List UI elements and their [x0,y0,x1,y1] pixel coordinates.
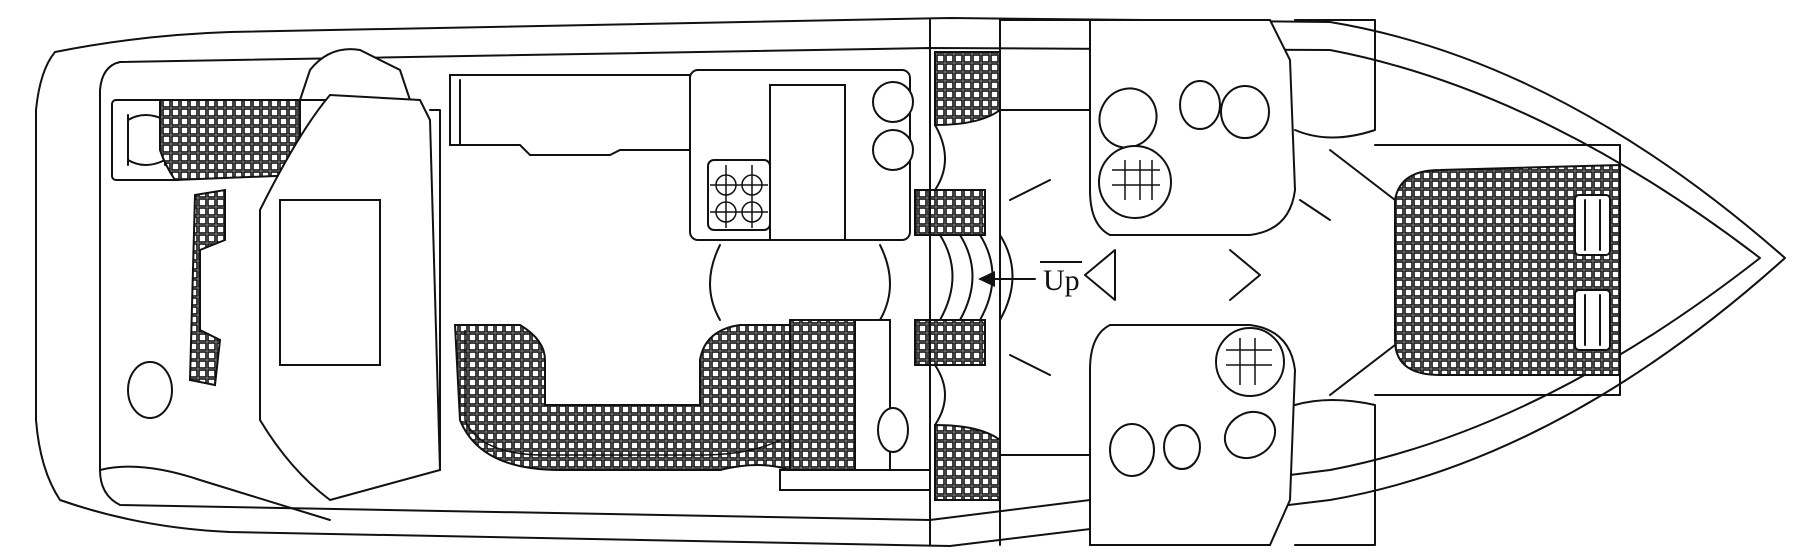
companionway [914,19,1091,546]
flybridge-steps [259,48,442,502]
stairs-up-label: Up [978,261,1082,297]
sink-icon [872,81,914,123]
forward-stateroom [1294,19,1621,546]
stove-icon [707,159,771,231]
heads [1009,19,1331,546]
cockpit [99,99,331,521]
salon [449,69,931,491]
stairs-up-text: Up [1043,264,1080,297]
shower-grate-icon [1098,145,1172,219]
shower-grate-icon [1215,327,1285,397]
